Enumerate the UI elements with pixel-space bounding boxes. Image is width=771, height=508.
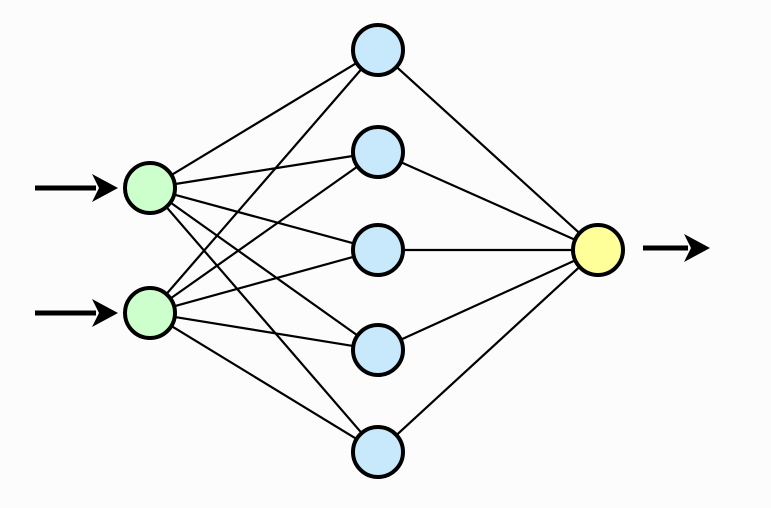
input-arrow-bottom [35, 299, 118, 327]
output-layer-node-1-circle[interactable] [571, 223, 625, 277]
input-arrow-top-head [92, 174, 118, 202]
edge-i1-h5 [164, 205, 364, 435]
node-o1[interactable] [571, 223, 625, 277]
edge-i2-h2 [168, 164, 360, 301]
edge-i2-h5 [169, 324, 359, 441]
input-arrow-top [35, 174, 118, 202]
input-layer-node-2-circle[interactable] [123, 286, 177, 340]
output-arrow-head [684, 234, 710, 262]
hidden-layer-node-4-circle[interactable] [351, 323, 405, 377]
node-h5[interactable] [351, 425, 405, 479]
input-arrow-bottom-head [92, 299, 118, 327]
output-arrow [643, 234, 710, 262]
node-h2[interactable] [351, 125, 405, 179]
hidden-layer-node-3-circle[interactable] [351, 223, 405, 277]
input-layer-node-1-circle[interactable] [123, 161, 177, 215]
node-h4[interactable] [351, 323, 405, 377]
node-i1[interactable] [123, 161, 177, 215]
edge-i1-h3 [172, 193, 356, 245]
io-arrow-group [35, 174, 710, 327]
edge-i1-h1 [169, 61, 359, 177]
edge-h5-o1 [394, 265, 582, 437]
hidden-layer-node-2-circle[interactable] [351, 125, 405, 179]
edge-i2-h4 [172, 315, 356, 348]
hidden-layer-node-5-circle[interactable] [351, 425, 405, 479]
edge-i1-h2 [172, 154, 356, 186]
edge-i1-h4 [168, 200, 360, 338]
node-group [123, 23, 625, 479]
node-i2[interactable] [123, 286, 177, 340]
node-h3[interactable] [351, 223, 405, 277]
edge-i2-h3 [172, 255, 356, 308]
edge-h4-o1 [398, 258, 578, 342]
node-h1[interactable] [351, 23, 405, 77]
edge-h1-o1 [394, 65, 582, 235]
edge-i2-h1 [164, 67, 364, 296]
edge-group [164, 61, 582, 441]
edge-h2-o1 [398, 160, 578, 242]
hidden-layer-node-1-circle[interactable] [351, 23, 405, 77]
